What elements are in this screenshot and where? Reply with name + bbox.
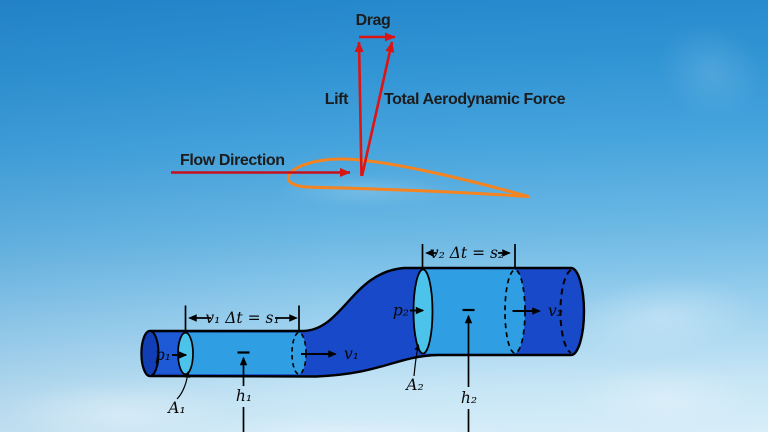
height-measure-h1: h₁ [236, 351, 252, 432]
cross-section-A2 [412, 268, 434, 355]
fluid-plug-narrow-bulge [292, 332, 306, 375]
lift-label: Lift [325, 91, 349, 108]
cloud-wisp [90, 410, 590, 432]
height-label-h1: h₁ [236, 387, 252, 405]
displacement-measure-wide: v₂ Δt = s₂ [421, 244, 516, 269]
cross-section-A1 [177, 331, 194, 376]
total-force-label: Total Aerodynamic Force [384, 91, 566, 108]
drag-label: Drag [356, 12, 391, 29]
lift-vector [354, 41, 364, 177]
area-leader-A2 [413, 344, 420, 377]
displacement-label-1: v₁ Δt = s₁ [205, 309, 279, 327]
displacement-label-2: v₂ Δt = s₂ [430, 244, 504, 262]
displacement-measure-narrow: v₁ Δt = s₁ [184, 305, 300, 332]
pressure-label-p2: p₂ [393, 302, 409, 320]
airfoil-force-diagram: Drag Lift Total Aerodynamic Force Flow D… [171, 12, 566, 198]
cloud-wisp [540, 352, 768, 432]
pipe-end-cap [140, 330, 160, 377]
flow-direction-label: Flow Direction [180, 152, 285, 169]
airfoil-outline [286, 157, 530, 198]
height-measure-h2: h₂ [461, 308, 477, 432]
area-label-A2: A₂ [404, 376, 423, 394]
total-force-vector [360, 41, 395, 177]
velocity-label-v2: v₂ [548, 302, 563, 320]
area-label-A1: A₁ [166, 399, 185, 417]
pressure-label-p1: p₁ [155, 346, 171, 364]
velocity-label-v1: v₁ [344, 345, 359, 363]
height-label-h2: h₂ [461, 389, 477, 407]
pipe-end-rim-dashed [559, 269, 572, 354]
area-leader-A1 [176, 371, 191, 400]
pipe-flow-diagram: v₁ Δt = s₁ v₂ Δt = s₂ p₁ v₁ p₂ v₂ A₁ [140, 244, 586, 432]
